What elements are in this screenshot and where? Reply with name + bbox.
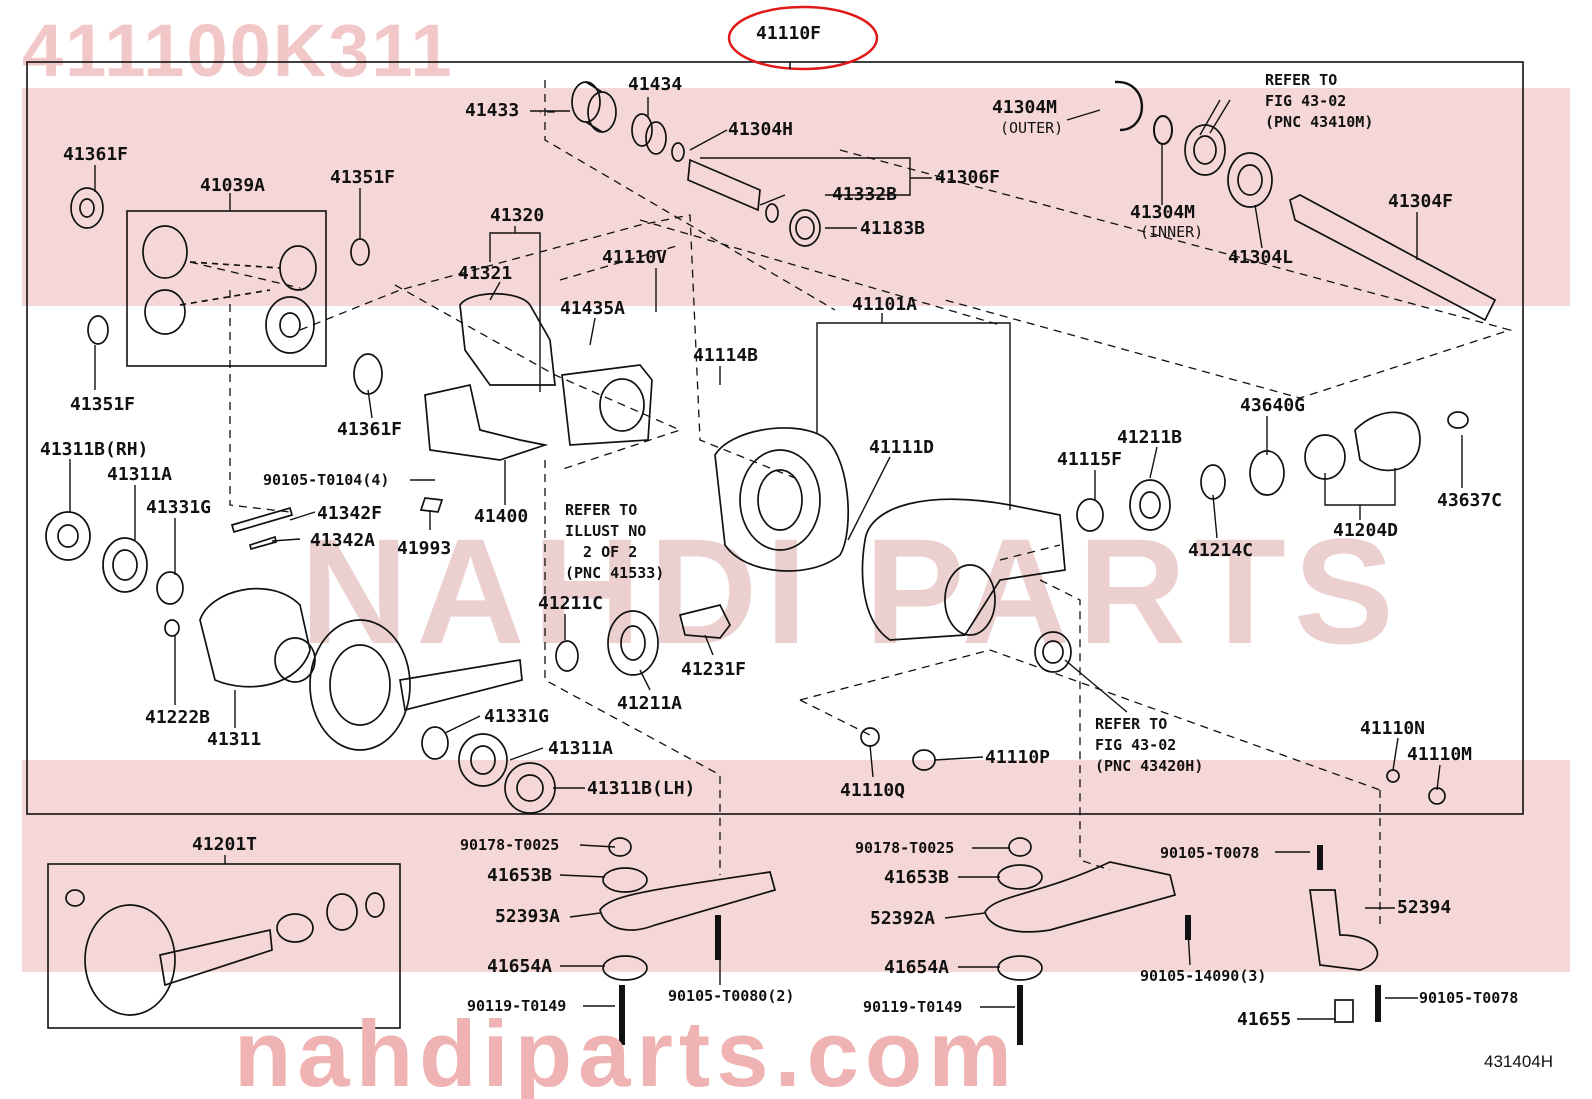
label-52393A[interactable]: 52393A bbox=[495, 906, 561, 927]
label-41214C[interactable]: 41214C bbox=[1188, 540, 1254, 561]
ring-gear bbox=[309, 619, 411, 751]
label-41311A-top[interactable]: 41311A bbox=[107, 464, 173, 485]
part-sketches bbox=[45, 80, 1497, 1045]
label-41361F-top[interactable]: 41361F bbox=[63, 144, 129, 165]
bracket-52392A bbox=[984, 861, 1177, 933]
shaft-41332B bbox=[687, 158, 761, 212]
label-41211C[interactable]: 41211C bbox=[538, 593, 604, 614]
label-41351F-top[interactable]: 41351F bbox=[330, 167, 396, 188]
label-90105-14090[interactable]: 90105-14090(3) bbox=[1140, 967, 1267, 985]
label-41304H[interactable]: 41304H bbox=[728, 119, 794, 140]
label-41654A-b[interactable]: 41654A bbox=[884, 957, 950, 978]
label-41320[interactable]: 41320 bbox=[490, 205, 545, 226]
label-41400[interactable]: 41400 bbox=[474, 506, 529, 527]
label-41311A-bot[interactable]: 41311A bbox=[548, 738, 614, 759]
diff-case-41311 bbox=[199, 587, 311, 688]
label-90105-T0078-a[interactable]: 90105-T0078 bbox=[1160, 844, 1260, 862]
label-41321[interactable]: 41321 bbox=[458, 263, 513, 284]
pinion bbox=[399, 659, 523, 712]
label-43637C[interactable]: 43637C bbox=[1437, 490, 1503, 511]
label-90105-T0080[interactable]: 90105-T0080(2) bbox=[668, 987, 795, 1005]
actuator-41400 bbox=[424, 383, 549, 461]
label-41231F[interactable]: 41231F bbox=[681, 659, 747, 680]
bracket-52393A bbox=[599, 871, 777, 931]
label-41653B-a[interactable]: 41653B bbox=[487, 865, 553, 886]
label-41183B[interactable]: 41183B bbox=[860, 218, 926, 239]
side-gear-kit-frame bbox=[126, 210, 327, 367]
figure-code: 431404H bbox=[1484, 1052, 1554, 1071]
label-41111D[interactable]: 41111D bbox=[869, 437, 935, 458]
label-41304L[interactable]: 41304L bbox=[1228, 247, 1294, 268]
label-41110V[interactable]: 41110V bbox=[602, 247, 668, 268]
label-41101A[interactable]: 41101A bbox=[852, 294, 918, 315]
label-41311B-lh[interactable]: 41311B(LH) bbox=[587, 778, 696, 799]
label-41204D[interactable]: 41204D bbox=[1333, 520, 1399, 541]
label-90105-T0078-b[interactable]: 90105-T0078 bbox=[1419, 989, 1519, 1007]
assembly-dashed-lines bbox=[189, 80, 1513, 930]
label-41655[interactable]: 41655 bbox=[1237, 1009, 1292, 1030]
label-41110Q[interactable]: 41110Q bbox=[840, 780, 906, 801]
shaft-41304F bbox=[1289, 194, 1497, 322]
note-refer-fig-43-02-top: REFER TO FIG 43-02 (PNC 43410M) bbox=[1265, 71, 1374, 131]
sublabel-inner: (INNER) bbox=[1140, 223, 1204, 241]
sublabel-outer: (OUTER) bbox=[1000, 119, 1064, 137]
label-41993[interactable]: 41993 bbox=[397, 538, 452, 559]
note-refer-fig-43-02-bottom: REFER TO FIG 43-02 (PNC 43420H) bbox=[1095, 715, 1204, 775]
label-41332B[interactable]: 41332B bbox=[832, 184, 898, 205]
label-41331G-bot[interactable]: 41331G bbox=[484, 706, 550, 727]
label-41342A[interactable]: 41342A bbox=[310, 530, 376, 551]
label-52394[interactable]: 52394 bbox=[1397, 897, 1452, 918]
label-41435A[interactable]: 41435A bbox=[560, 298, 626, 319]
main-frame bbox=[26, 61, 1524, 815]
housing-41320 bbox=[561, 364, 653, 446]
label-41115F[interactable]: 41115F bbox=[1057, 449, 1123, 470]
ring-pinion-kit-frame bbox=[47, 863, 401, 1029]
label-41361F-mid[interactable]: 41361F bbox=[337, 419, 403, 440]
label-90178-T0025-b[interactable]: 90178-T0025 bbox=[855, 839, 955, 857]
label-41653B-b[interactable]: 41653B bbox=[884, 867, 950, 888]
label-41304M-outer[interactable]: 41304M bbox=[992, 97, 1058, 118]
label-90119-T0149-b[interactable]: 90119-T0149 bbox=[863, 998, 963, 1016]
label-43640G[interactable]: 43640G bbox=[1240, 395, 1306, 416]
label-41434[interactable]: 41434 bbox=[628, 74, 683, 95]
watermark-site: nahdiparts.com bbox=[234, 1001, 1018, 1099]
label-41331G-top[interactable]: 41331G bbox=[146, 497, 212, 518]
label-41304M-inner[interactable]: 41304M bbox=[1130, 202, 1196, 223]
label-41201T[interactable]: 41201T bbox=[192, 834, 258, 855]
label-41114B[interactable]: 41114B bbox=[693, 345, 759, 366]
case-41110F bbox=[861, 498, 1066, 641]
label-41110F[interactable]: 41110F bbox=[756, 23, 822, 44]
highlight-ellipse bbox=[727, 5, 879, 71]
label-41654A-a[interactable]: 41654A bbox=[487, 956, 553, 977]
label-41211B[interactable]: 41211B bbox=[1117, 427, 1183, 448]
label-52392A[interactable]: 52392A bbox=[870, 908, 936, 929]
bracket-52394 bbox=[1309, 889, 1379, 971]
flange-41204D bbox=[1354, 411, 1421, 472]
label-41110M[interactable]: 41110M bbox=[1407, 744, 1473, 765]
housing-41321 bbox=[459, 292, 556, 386]
label-41039A[interactable]: 41039A bbox=[200, 175, 266, 196]
label-90105-T0104[interactable]: 90105-T0104(4) bbox=[263, 471, 390, 489]
label-41351F-left[interactable]: 41351F bbox=[70, 394, 136, 415]
label-90178-T0025-a[interactable]: 90178-T0025 bbox=[460, 836, 560, 854]
leader-lines bbox=[69, 97, 1463, 1020]
label-41311[interactable]: 41311 bbox=[207, 729, 262, 750]
watermark-part-number: 411100K311 bbox=[22, 9, 454, 92]
label-41222B[interactable]: 41222B bbox=[145, 707, 211, 728]
label-41304F[interactable]: 41304F bbox=[1388, 191, 1454, 212]
label-90119-T0149-a[interactable]: 90119-T0149 bbox=[467, 997, 567, 1015]
note-refer-illust: REFER TO ILLUST NO 2 OF 2 (PNC 41533) bbox=[565, 501, 665, 582]
label-41342F[interactable]: 41342F bbox=[317, 503, 383, 524]
label-41211A[interactable]: 41211A bbox=[617, 693, 683, 714]
case-41101A bbox=[714, 427, 849, 572]
label-41311B-rh[interactable]: 41311B(RH) bbox=[40, 439, 149, 460]
label-41433[interactable]: 41433 bbox=[465, 100, 520, 121]
label-41110N[interactable]: 41110N bbox=[1360, 718, 1426, 739]
label-41306F[interactable]: 41306F bbox=[935, 167, 1001, 188]
label-41110P[interactable]: 41110P bbox=[985, 747, 1051, 768]
